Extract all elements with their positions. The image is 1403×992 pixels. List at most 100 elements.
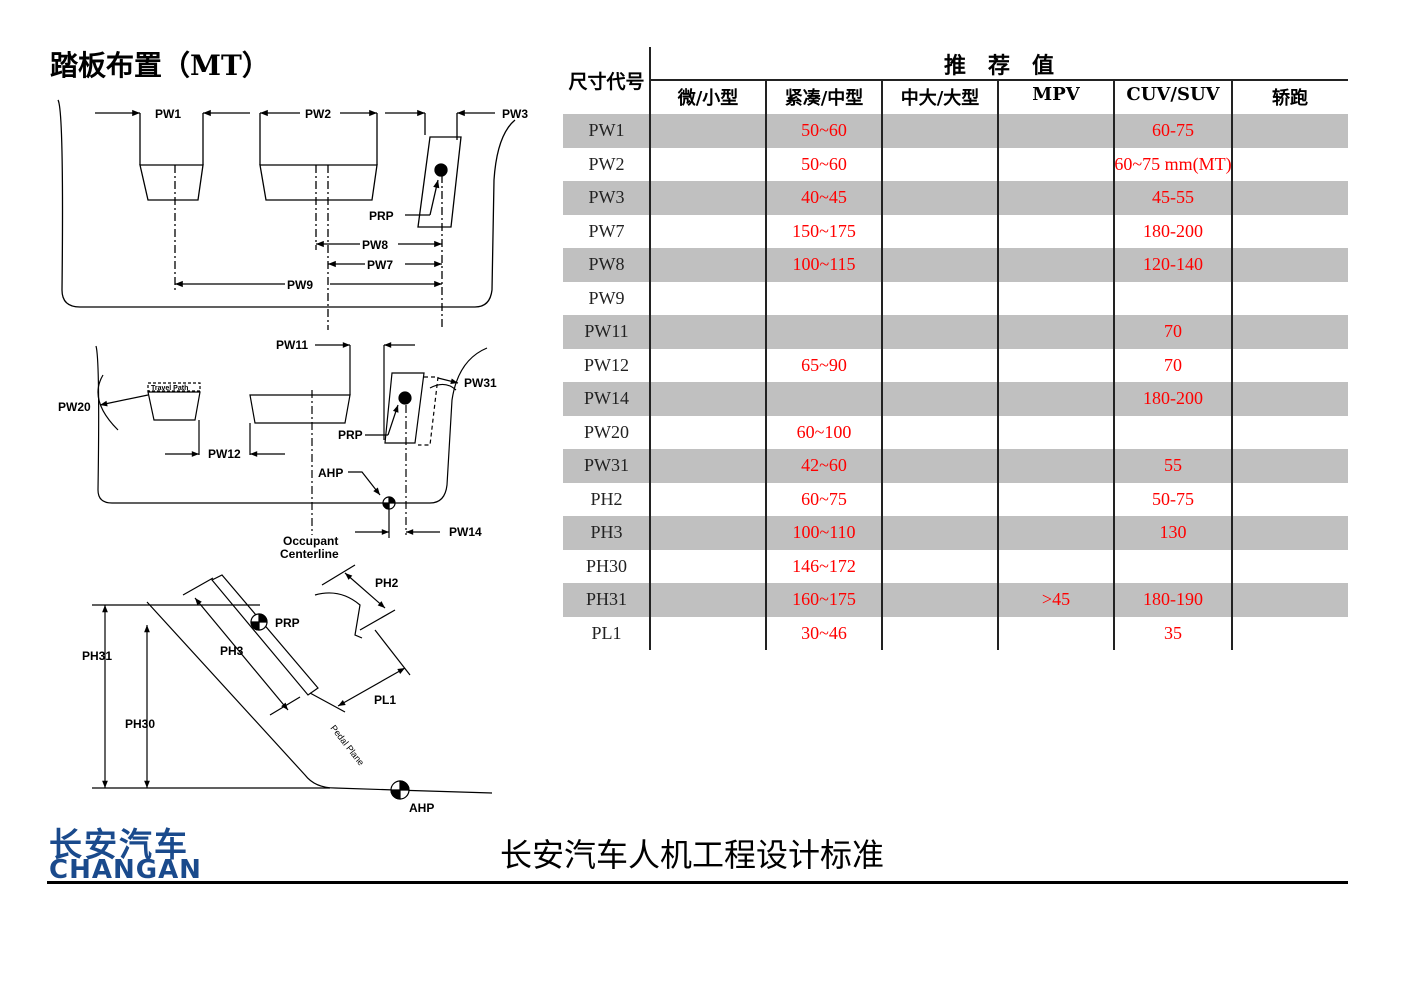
value-cell <box>650 550 766 584</box>
label-prp-mid: PRP <box>338 428 363 442</box>
value-cell <box>998 248 1114 282</box>
value-cell <box>882 114 998 148</box>
value-cell <box>882 550 998 584</box>
value-cell: 70 <box>1164 321 1182 341</box>
value-cell <box>998 483 1114 517</box>
value-cell <box>1232 583 1348 617</box>
value-cell <box>998 416 1114 450</box>
value-cell <box>998 181 1114 215</box>
value-cell <box>1232 349 1348 383</box>
row-code: PH31 <box>585 589 627 609</box>
value-cell: 100~110 <box>792 522 856 542</box>
row-code: PW20 <box>584 421 629 442</box>
row-code: PH2 <box>590 488 623 509</box>
value-cell <box>650 215 766 249</box>
label-pw9: PW9 <box>287 278 313 292</box>
label-pw20: PW20 <box>58 400 91 414</box>
value-cell: 160~175 <box>792 589 856 609</box>
value-cell: 42~60 <box>801 455 847 475</box>
row-code: PW3 <box>588 187 625 207</box>
row-code: PW14 <box>584 388 629 408</box>
label-ahp-side: AHP <box>409 801 434 815</box>
side-view-diagram <box>92 564 493 800</box>
value-cell <box>650 315 766 349</box>
value-cell <box>882 382 998 416</box>
label-pl1: PL1 <box>374 693 396 707</box>
table-row: PW14 180-200 <box>563 382 1348 416</box>
value-cell: 60~75 mm(MT) <box>1114 153 1232 174</box>
label-prp: PRP <box>369 209 394 223</box>
column-header: MPV <box>1032 84 1080 105</box>
value-cell <box>766 315 882 349</box>
label-centerline: Centerline <box>280 547 339 561</box>
value-cell <box>882 449 998 483</box>
table-row: PW9 <box>563 282 1348 316</box>
label-pw11: PW11 <box>276 338 308 352</box>
value-cell <box>882 483 998 517</box>
value-cell <box>650 583 766 617</box>
value-cell <box>650 282 766 316</box>
column-header: 轿跑 <box>1272 88 1308 109</box>
value-cell <box>650 516 766 550</box>
value-cell <box>650 483 766 517</box>
value-cell <box>650 416 766 450</box>
value-cell: >45 <box>1041 589 1071 609</box>
value-cell <box>998 550 1114 584</box>
footer-title: 长安汽车人机工程设计标准 <box>500 836 885 874</box>
value-cell <box>1114 550 1232 584</box>
label-ahp-mid: AHP <box>318 466 343 480</box>
value-cell <box>998 516 1114 550</box>
value-cell <box>882 583 998 617</box>
row-code: PW7 <box>588 220 625 241</box>
value-cell <box>882 617 998 651</box>
value-cell <box>650 349 766 383</box>
label-pw7: PW7 <box>367 258 393 272</box>
value-cell: 60~75 <box>801 488 847 509</box>
label-pw3: PW3 <box>502 107 528 121</box>
column-header: 紧凑/中型 <box>784 88 864 109</box>
value-cell <box>1232 382 1348 416</box>
label-pw31: PW31 <box>464 376 497 390</box>
value-cell: 180-200 <box>1143 388 1203 408</box>
value-cell <box>1232 114 1348 148</box>
column-header: 微/小型 <box>677 88 739 109</box>
value-cell: 180-190 <box>1143 589 1203 609</box>
value-cell <box>998 617 1114 651</box>
value-cell <box>1232 416 1348 450</box>
row-code: PW11 <box>584 321 629 341</box>
value-cell <box>1232 215 1348 249</box>
value-cell <box>998 382 1114 416</box>
value-cell: 60-75 <box>1152 120 1194 140</box>
value-cell <box>1232 181 1348 215</box>
table-row: PW11 70 <box>563 315 1348 349</box>
value-cell <box>650 617 766 651</box>
row-code: PH30 <box>585 555 627 576</box>
value-cell <box>1232 248 1348 282</box>
value-cell <box>766 382 882 416</box>
label-pw8: PW8 <box>362 238 388 252</box>
changan-logo-cn: 长安汽车 <box>49 825 189 864</box>
value-cell <box>650 248 766 282</box>
label-occupant: Occupant <box>283 534 338 548</box>
row-code: PL1 <box>591 622 622 643</box>
value-cell <box>998 449 1114 483</box>
value-cell <box>882 349 998 383</box>
code-header: 尺寸代号 <box>568 71 645 93</box>
label-prp-side: PRP <box>275 616 300 630</box>
value-cell <box>650 114 766 148</box>
table-row: PH31 160~175 >45 180-190 <box>563 583 1348 617</box>
value-cell <box>998 114 1114 148</box>
value-cell <box>882 148 998 182</box>
value-cell: 40~45 <box>801 187 847 207</box>
value-cell <box>1114 416 1232 450</box>
mid-view-diagram <box>95 342 488 538</box>
value-cell: 50~60 <box>801 120 847 140</box>
value-cell: 65~90 <box>801 354 847 375</box>
